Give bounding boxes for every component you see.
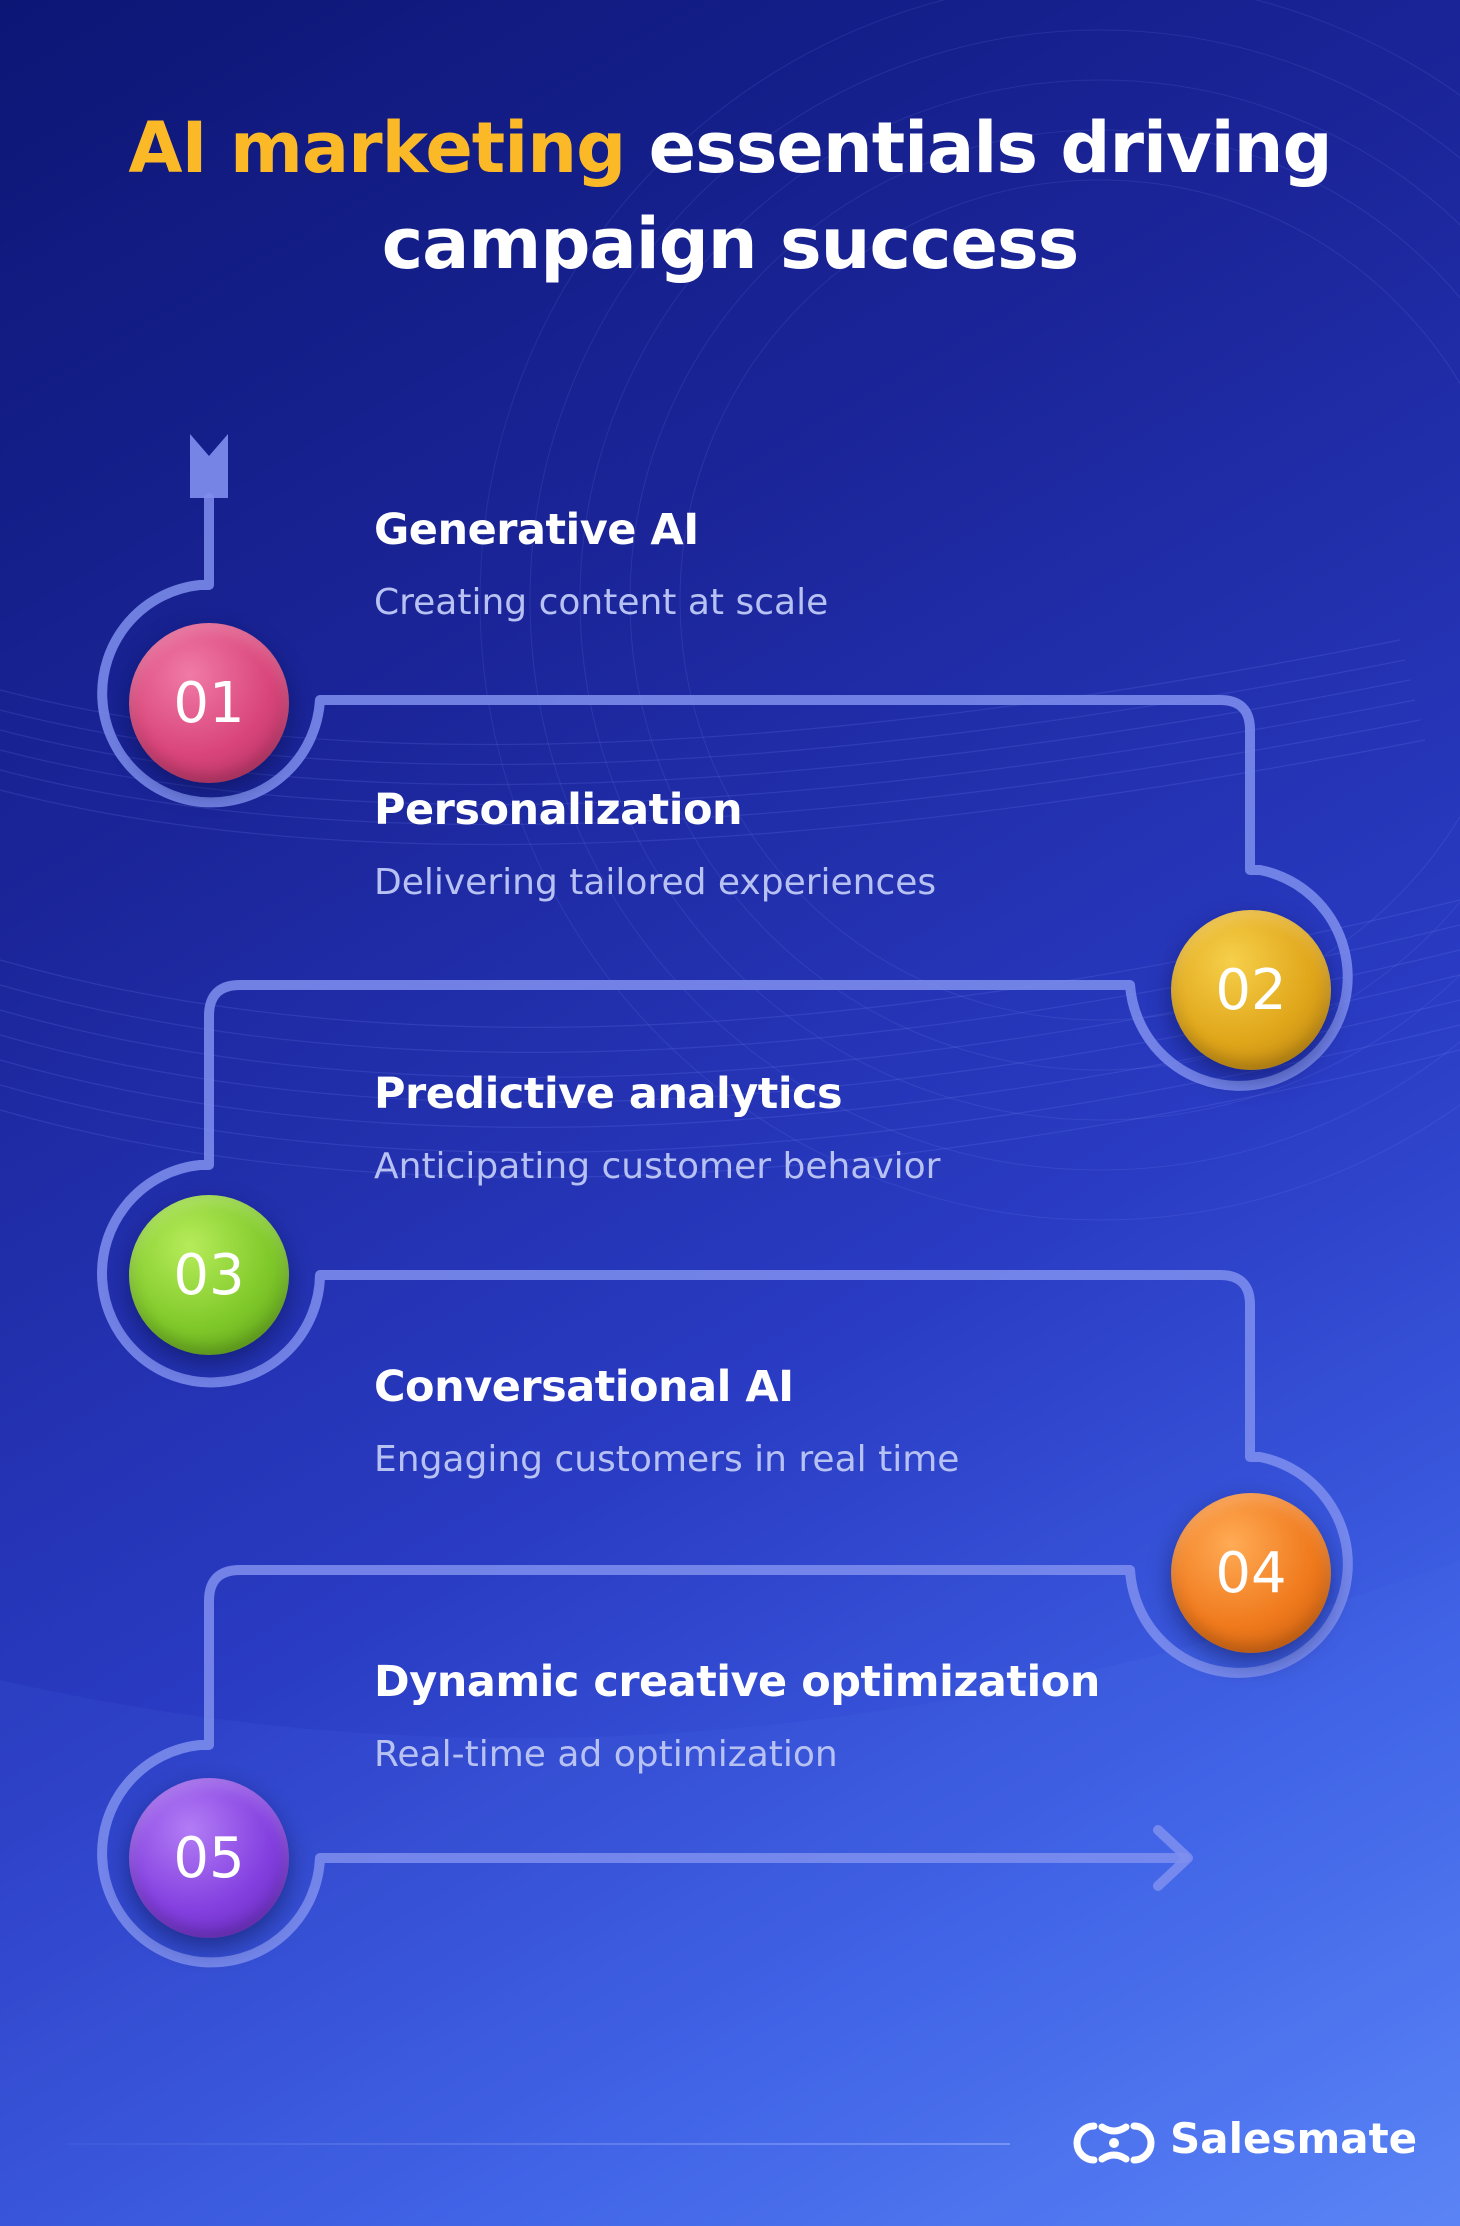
path-start-marker-icon — [190, 434, 228, 498]
step-3-badge: 03 — [129, 1195, 289, 1355]
title-highlight: AI marketing — [128, 107, 626, 189]
salesmate-logo-icon — [1073, 2122, 1155, 2164]
brand-name: Salesmate — [1170, 2114, 1418, 2163]
step-3-description: Anticipating customer behavior — [374, 1146, 941, 1187]
step-1-heading: Generative AI — [374, 505, 699, 555]
page-title: AI marketing essentials driving campaign… — [0, 100, 1460, 292]
step-4-description: Engaging customers in real time — [374, 1439, 960, 1480]
step-2-heading: Personalization — [374, 785, 743, 835]
step-3-heading: Predictive analytics — [374, 1069, 843, 1119]
title-line2: campaign success — [381, 203, 1080, 285]
step-5-heading: Dynamic creative optimization — [374, 1657, 1100, 1707]
step-1-description: Creating content at scale — [374, 582, 829, 623]
title-line1-rest: essentials driving — [625, 107, 1333, 189]
step-2-description: Delivering tailored experiences — [374, 862, 937, 903]
step-4-badge: 04 — [1171, 1493, 1331, 1653]
step-5-badge: 05 — [129, 1778, 289, 1938]
step-1-badge: 01 — [129, 623, 289, 783]
step-5-description: Real-time ad optimization — [374, 1734, 838, 1775]
step-4-heading: Conversational AI — [374, 1362, 794, 1412]
step-2-badge: 02 — [1171, 910, 1331, 1070]
footer-divider — [66, 2143, 1010, 2145]
